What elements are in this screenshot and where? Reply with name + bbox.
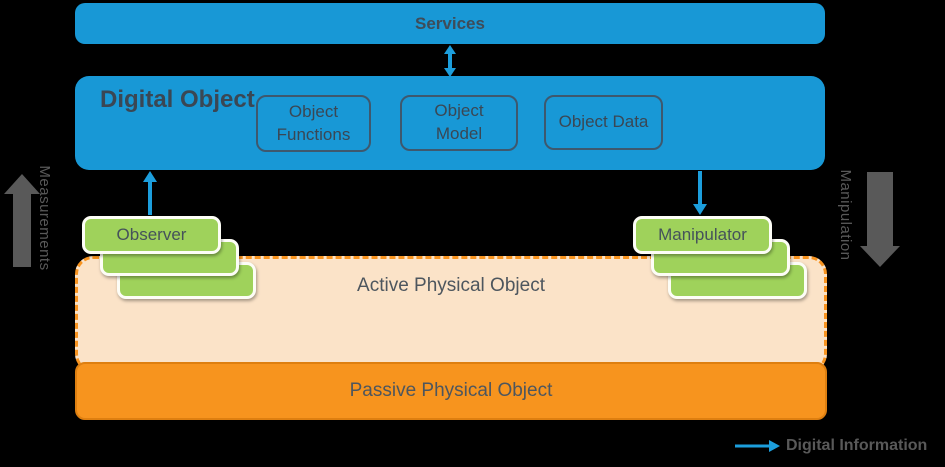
manipulator-box: Manipulator — [633, 216, 772, 254]
services-digital-double-arrow-icon — [444, 45, 456, 77]
object-model-label: Object Model — [434, 101, 484, 143]
manipulation-vertical-label: Manipulation — [837, 169, 855, 261]
measurements-vertical-label: Measurements — [36, 165, 54, 271]
digital-information-arrow-icon — [735, 440, 780, 452]
observer-label: Observer — [116, 225, 187, 244]
digital-object-title: Digital Object — [100, 86, 255, 113]
object-functions-label: Object Functions — [276, 101, 351, 144]
manipulator-label: Manipulator — [658, 225, 747, 244]
services-label: Services — [415, 13, 485, 33]
passive-physical-object-box: Passive Physical Object — [75, 362, 827, 420]
measurements-flow-arrow-icon — [143, 171, 157, 215]
passive-physical-object-label: Passive Physical Object — [349, 380, 553, 401]
object-model-box: Object Model — [400, 95, 518, 151]
services-box: Services — [75, 3, 825, 44]
manipulation-block-arrow-down-icon — [860, 172, 900, 267]
active-physical-object-label: Active Physical Object — [357, 275, 545, 296]
digital-object-box: Digital Object Object Functions Object M… — [75, 76, 825, 170]
object-functions-box: Object Functions — [256, 95, 371, 152]
observer-box: Observer — [82, 216, 221, 254]
measurements-block-arrow-up-icon — [4, 174, 40, 267]
object-data-label: Object Data — [558, 112, 649, 132]
digital-information-legend-label: Digital Information — [786, 437, 928, 454]
object-data-box: Object Data — [544, 95, 663, 150]
manipulation-flow-arrow-icon — [693, 171, 707, 215]
